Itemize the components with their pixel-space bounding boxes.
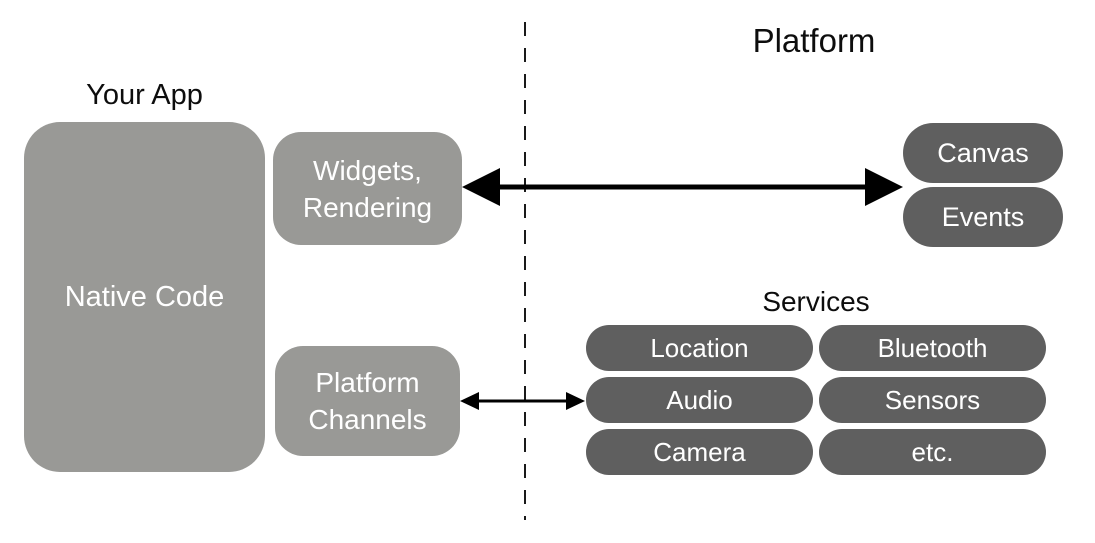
widgets-box-line1: Widgets, xyxy=(313,154,422,186)
services-title: Services xyxy=(762,286,870,317)
canvas-pill: Canvas xyxy=(903,123,1063,183)
platform-title: Platform xyxy=(752,22,876,59)
your-app-title: Your App xyxy=(86,79,203,111)
events-pill: Events xyxy=(903,187,1063,247)
channels-box-line1: Platform xyxy=(315,367,420,398)
service-pill-etc: etc. xyxy=(819,429,1046,475)
native-code-block: Native Code xyxy=(24,122,265,472)
widgets-box-line2: Rendering xyxy=(302,191,433,223)
service-pill-bluetooth: Bluetooth xyxy=(819,325,1046,371)
widgets-rendering-box: Widgets, Rendering xyxy=(273,132,462,245)
services-grid: Location Bluetooth Audio Sensors Camera … xyxy=(586,325,1046,475)
service-pill-audio: Audio xyxy=(586,377,813,423)
service-pill-camera: Camera xyxy=(586,429,813,475)
native-code-label: Native Code xyxy=(64,280,225,313)
widgets-platform-arrow xyxy=(462,168,903,206)
channels-box-line2: Channels xyxy=(308,404,427,435)
platform-channels-box: Platform Channels xyxy=(275,346,460,456)
service-pill-sensors: Sensors xyxy=(819,377,1046,423)
channels-services-arrow xyxy=(460,392,585,410)
service-pill-location: Location xyxy=(586,325,813,371)
